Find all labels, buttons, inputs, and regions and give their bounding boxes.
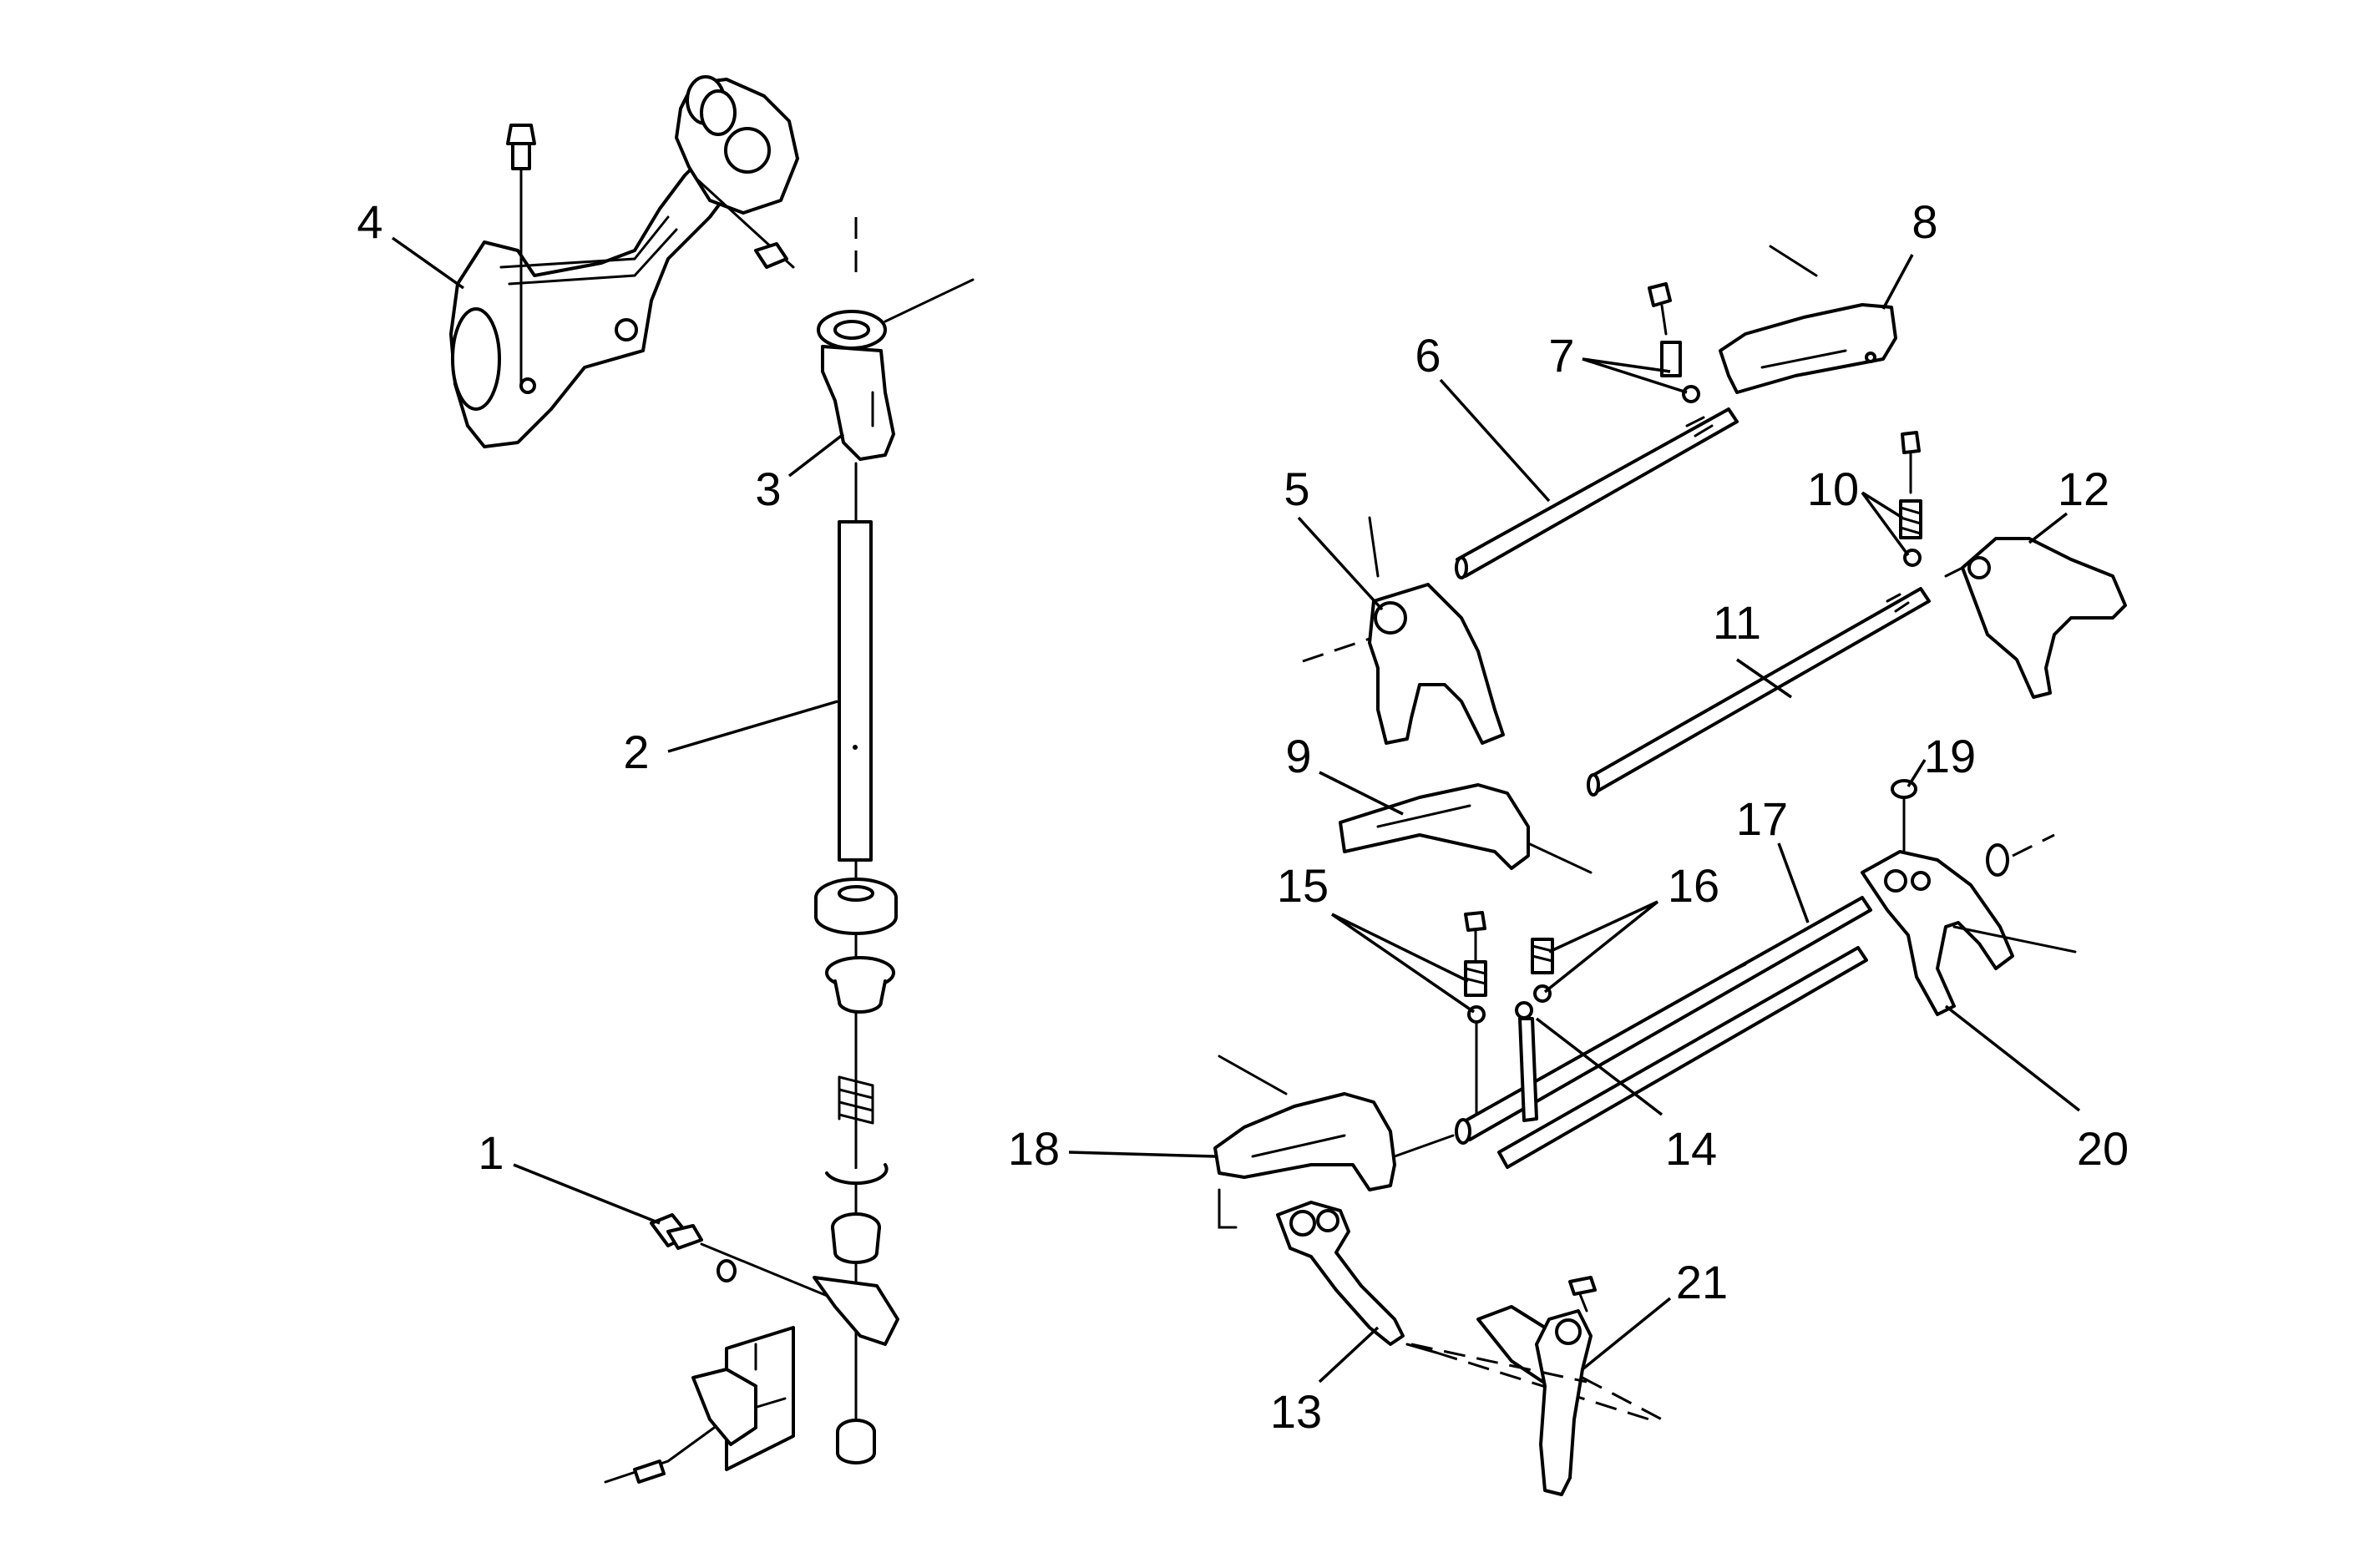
leader-15b (1331, 913, 1475, 1014)
part-11-shift-rail (1587, 587, 1931, 797)
leader-11 (1736, 658, 1792, 699)
part-5-shift-fork (1302, 516, 1505, 745)
callout-15: 15 (1277, 859, 1329, 912)
callout-4: 4 (357, 195, 382, 248)
callout-3: 3 (755, 463, 781, 515)
part-21-lever-bracket (1410, 1276, 1663, 1496)
leader-15a (1331, 913, 1469, 983)
callout-19: 19 (1924, 730, 1976, 782)
leader-16b (1543, 900, 1659, 994)
leader-4 (391, 236, 465, 290)
leader-19 (1907, 759, 1927, 787)
callout-17: 17 (1736, 792, 1788, 845)
part-4-lever-bracket (449, 132, 753, 448)
leader-7b (1582, 357, 1688, 394)
part-17-shift-rail (1455, 896, 1872, 1169)
part-3-shift-arm (817, 217, 975, 461)
linkage-pin-and-block (696, 178, 795, 269)
callout-14: 14 (1665, 1122, 1717, 1175)
leader-5 (1297, 516, 1384, 611)
part-8-shift-lug (1719, 245, 1897, 394)
callout-16: 16 (1668, 859, 1719, 912)
leader-16a (1548, 900, 1658, 954)
callout-5: 5 (1284, 463, 1309, 515)
callout-12: 12 (2058, 463, 2109, 515)
leader-21 (1581, 1297, 1672, 1371)
part-15-detent-spring-ball (1464, 911, 1487, 1116)
callout-18: 18 (1008, 1122, 1060, 1175)
leader-9 (1319, 771, 1404, 816)
leader-12 (2028, 512, 2069, 544)
leader-1 (513, 1163, 661, 1225)
leader-14 (1535, 1017, 1663, 1116)
leader-10b (1861, 491, 1910, 557)
leader-17 (1777, 842, 1810, 923)
callout-13: 13 (1270, 1385, 1322, 1438)
leader-lines (391, 236, 2081, 1383)
part-4-bolt (506, 124, 536, 386)
part-10-detent-spring-ball (1899, 431, 1922, 567)
leader-13 (1318, 1326, 1380, 1383)
part-9-shift-lug (1339, 783, 1593, 874)
callout-11: 11 (1713, 596, 1761, 649)
leader-6 (1439, 378, 1551, 503)
callout-labels: 1 2 3 4 5 6 7 8 9 10 11 12 13 14 15 16 1… (357, 195, 2129, 1438)
part-6-shift-rail (1455, 407, 1739, 579)
callout-8: 8 (1912, 195, 1937, 248)
callout-6: 6 (1415, 329, 1441, 382)
callout-2: 2 (623, 726, 649, 778)
part-16-detent-spring-ball (1531, 938, 1554, 1003)
part-12-shift-fork (1944, 537, 2127, 699)
part-18-shift-lug (1213, 1055, 1455, 1229)
callout-20: 20 (2077, 1122, 2129, 1175)
leader-20 (1944, 1004, 2081, 1112)
callout-21: 21 (1676, 1256, 1728, 1308)
part-7-detent-spring-ball (1648, 282, 1700, 403)
part-2-shift-shaft (838, 462, 873, 862)
leader-18 (1068, 1151, 1216, 1158)
leader-10a (1861, 491, 1903, 519)
part-13-lever (1276, 1201, 1650, 1421)
leader-3 (787, 432, 845, 478)
part-14-interlock-pin (1515, 1001, 1538, 1122)
part-1-bolt-and-bracket (604, 1213, 899, 1484)
part-4-pivot-yoke (675, 75, 799, 215)
lower-shaft-components (814, 858, 898, 1464)
leader-2 (667, 700, 838, 753)
callout-7: 7 (1548, 329, 1574, 382)
callout-9: 9 (1285, 730, 1311, 782)
callout-10: 10 (1807, 463, 1859, 515)
part-19-bolt (1891, 779, 1917, 853)
part-20-shift-fork (1861, 833, 2077, 1016)
callout-1: 1 (478, 1126, 504, 1179)
leader-8 (1881, 254, 1914, 310)
leader-7a (1582, 357, 1671, 373)
